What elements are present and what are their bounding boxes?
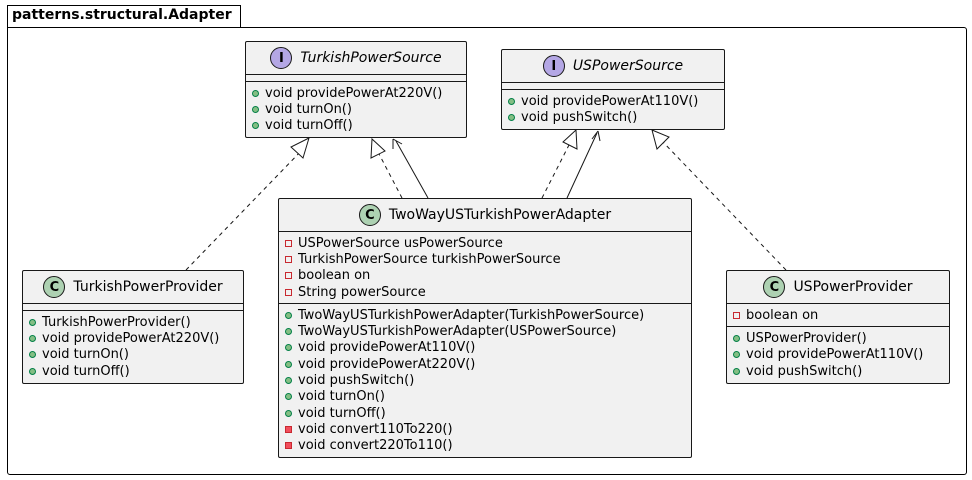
method-row: void pushSwitch() (733, 363, 949, 379)
public-visibility-icon (285, 377, 292, 385)
realization-adapter-us (541, 142, 571, 199)
fields-section: USPowerSource usPowerSource TurkishPower… (279, 232, 691, 305)
realization-adapter-turkish (377, 151, 403, 199)
public-visibility-icon (285, 360, 292, 368)
fields-section (23, 304, 243, 311)
field-row: String powerSource (285, 284, 691, 300)
package-tab (7, 5, 241, 27)
public-visibility-icon (733, 334, 740, 342)
method-row: TurkishPowerProvider() (29, 314, 243, 330)
method-row: void providePowerAt110V() (733, 347, 949, 363)
public-visibility-icon (29, 318, 36, 326)
method-row: void turnOff() (285, 405, 691, 421)
method-row: void pushSwitch() (508, 109, 724, 125)
class-box-turkish-power-provider[interactable]: C TurkishPowerProvider TurkishPowerProvi… (22, 270, 244, 384)
realization-arrowhead (562, 128, 578, 150)
methods-section: TurkishPowerProvider() void providePower… (23, 311, 243, 382)
association-arrowhead (392, 138, 403, 149)
field-row: boolean on (285, 268, 691, 284)
public-visibility-icon (285, 328, 292, 336)
public-visibility-icon (508, 97, 515, 105)
method-row: void turnOff() (252, 118, 466, 134)
fields-section: boolean on (727, 304, 949, 328)
methods-section: void providePowerAt110V() void pushSwitc… (502, 90, 724, 129)
fields-section (502, 83, 724, 90)
method-row: void providePowerAt220V() (285, 356, 691, 372)
method-row: void providePowerAt110V() (508, 93, 724, 109)
method-row: void convert220To110() (285, 438, 691, 454)
public-visibility-icon (285, 393, 292, 401)
method-row: void providePowerAt220V() (252, 85, 466, 101)
class-name: USPowerProvider (793, 279, 913, 295)
class-header: C TurkishPowerProvider (23, 271, 243, 304)
methods-section: void providePowerAt220V() void turnOn() … (246, 82, 466, 137)
method-row: TwoWayUSTurkishPowerAdapter(USPowerSourc… (285, 323, 691, 339)
method-row: TwoWayUSTurkishPowerAdapter(TurkishPower… (285, 307, 691, 323)
method-row: void pushSwitch() (285, 372, 691, 388)
realization-us-provider (661, 140, 787, 271)
class-header: C USPowerProvider (727, 271, 949, 304)
public-visibility-icon (252, 105, 259, 113)
public-visibility-icon (733, 351, 740, 359)
private-visibility-icon (285, 255, 292, 263)
association-adapter-us (566, 132, 598, 199)
public-visibility-icon (285, 311, 292, 319)
method-row: void turnOn() (252, 101, 466, 117)
realization-arrowhead (290, 137, 310, 159)
interface-badge: I (270, 47, 293, 69)
field-row: USPowerSource usPowerSource (285, 235, 691, 251)
public-visibility-icon (508, 113, 515, 121)
class-box-us-power-provider[interactable]: C USPowerProvider boolean on USPowerProv… (726, 270, 950, 384)
package-title: patterns.structural.Adapter (12, 7, 232, 23)
method-row: USPowerProvider() (733, 330, 949, 346)
public-visibility-icon (252, 89, 259, 97)
class-header: C TwoWayUSTurkishPowerAdapter (279, 199, 691, 232)
field-row: boolean on (733, 307, 949, 323)
private-visibility-icon (285, 239, 292, 247)
private-visibility-icon (733, 311, 740, 319)
public-visibility-icon (29, 334, 36, 342)
realization-arrowhead (651, 129, 670, 150)
private-visibility-icon (285, 442, 292, 450)
package-frame (7, 27, 967, 475)
field-row: TurkishPowerSource turkishPowerSource (285, 251, 691, 267)
class-name: TurkishPowerSource (300, 50, 442, 66)
public-visibility-icon (29, 351, 36, 359)
private-visibility-icon (285, 425, 292, 433)
fields-section (246, 75, 466, 82)
realization-arrowhead (370, 137, 386, 159)
class-header: I TurkishPowerSource (246, 42, 466, 75)
method-row: void providePowerAt220V() (29, 330, 243, 346)
methods-section: TwoWayUSTurkishPowerAdapter(TurkishPower… (279, 304, 691, 457)
class-name: TwoWayUSTurkishPowerAdapter (388, 207, 612, 223)
public-visibility-icon (285, 409, 292, 417)
class-name: TurkishPowerProvider (73, 279, 223, 295)
public-visibility-icon (29, 367, 36, 375)
method-row: void convert110To220() (285, 421, 691, 437)
association-arrowhead (591, 130, 601, 142)
class-header: I USPowerSource (502, 50, 724, 83)
public-visibility-icon (285, 344, 292, 352)
class-badge: C (763, 276, 786, 298)
method-row: void turnOn() (29, 347, 243, 363)
class-name: USPowerSource (572, 58, 684, 74)
method-row: void providePowerAt110V() (285, 340, 691, 356)
class-box-us-power-source[interactable]: I USPowerSource void providePowerAt110V(… (501, 49, 725, 130)
public-visibility-icon (733, 367, 740, 375)
class-badge: C (358, 204, 381, 226)
private-visibility-icon (285, 272, 292, 280)
interface-badge: I (542, 55, 565, 77)
method-row: void turnOn() (285, 389, 691, 405)
public-visibility-icon (252, 122, 259, 130)
association-adapter-turkish (395, 140, 429, 199)
private-visibility-icon (285, 288, 292, 296)
methods-section: USPowerProvider() void providePowerAt110… (727, 327, 949, 382)
class-box-turkish-power-source[interactable]: I TurkishPowerSource void providePowerAt… (245, 41, 467, 138)
class-box-two-way-adapter[interactable]: C TwoWayUSTurkishPowerAdapter USPowerSou… (278, 198, 692, 458)
class-badge: C (43, 276, 66, 298)
method-row: void turnOff() (29, 363, 243, 379)
